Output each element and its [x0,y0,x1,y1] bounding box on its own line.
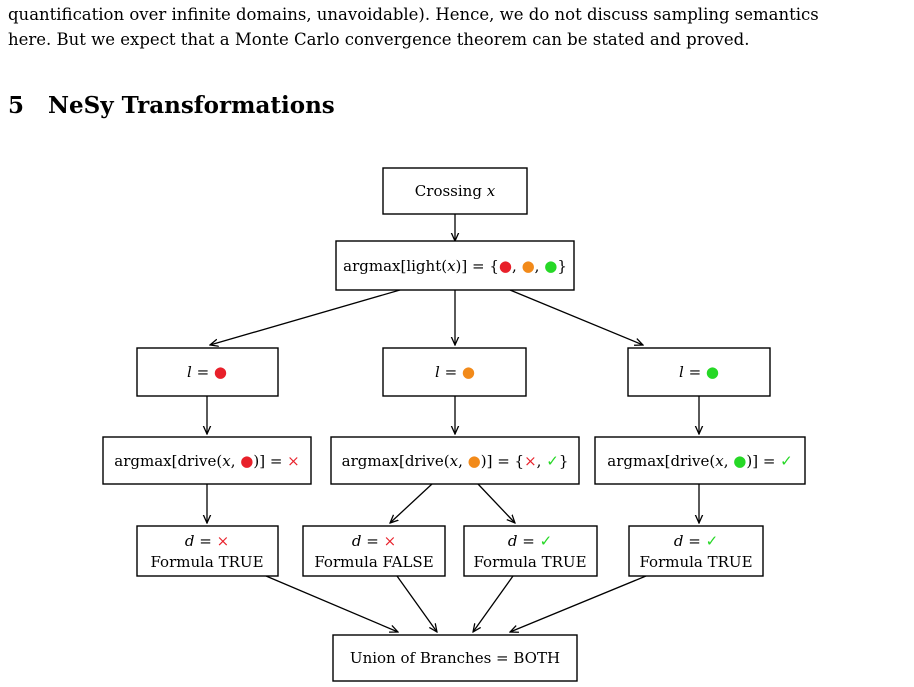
open-brace: { [515,452,525,470]
light-suffix: )] = { [456,257,499,275]
check-icon: ✓ [706,532,719,550]
light-close: } [557,257,567,275]
svg-text:Crossing x: Crossing x [415,182,496,200]
light-prefix: argmax[light( [343,257,447,275]
orange-dot-icon: ● [522,257,535,275]
drive-var: x [450,452,459,470]
section-title: NeSy Transformations [48,92,335,119]
d-eq: = [199,532,212,550]
orange-dot-icon: ● [468,452,481,470]
node-drive-red: argmax[drive(x, ●)] = × [102,436,312,485]
l-var: l [187,363,192,381]
red-dot-icon: ● [240,452,253,470]
drive-close: )] = [253,452,282,470]
cross-icon: × [217,532,230,550]
svg-text:argmax[drive(x, ●)] = {×, ✓}: argmax[drive(x, ●)] = {×, ✓} [342,452,569,470]
drive-close: )] = [481,452,510,470]
leaf-b-label: Formula FALSE [314,553,433,571]
node-union: Union of Branches = BOTH [332,634,578,682]
drive-prefix: argmax[drive( [607,452,715,470]
edge-leaf-d-union [510,575,647,632]
drive-prefix: argmax[drive( [342,452,450,470]
drive-comma: , [724,452,729,470]
crossing-var: x [487,182,496,200]
d-eq: = [522,532,535,550]
node-leaf-b: d = × Formula FALSE [302,525,446,577]
drive-comma: , [231,452,236,470]
check-icon: ✓ [780,452,793,470]
edge-light-red [210,289,401,345]
edge-leaf-c-union [473,575,514,632]
edge-leaf-b-union [396,575,437,632]
node-l-orange: l = ● [382,347,527,397]
orange-dot-icon: ● [462,363,475,381]
d-var: d [185,532,195,550]
node-l-green: l = ● [627,347,771,397]
drive-var: x [222,452,231,470]
crossing-label: Crossing [415,182,483,200]
cross-icon: × [524,452,537,470]
svg-text:l = ●: l = ● [679,363,719,381]
green-dot-icon: ● [544,257,557,275]
light-sep-2: , [535,257,540,275]
node-leaf-d: d = ✓ Formula TRUE [628,525,764,577]
l-var: l [435,363,440,381]
node-light-argmax: argmax[light(x)] = {●, ●, ●} [335,240,575,291]
cross-icon: × [287,452,300,470]
node-drive-green: argmax[drive(x, ●)] = ✓ [594,436,806,485]
l-eq: = [445,363,458,381]
svg-text:d = ✓: d = ✓ [674,532,718,550]
set-comma: , [537,452,542,470]
d-eq: = [366,532,379,550]
d-eq: = [688,532,701,550]
svg-text:argmax[light(x)] = {●, ●, ●}: argmax[light(x)] = {●, ●, ●} [343,257,567,275]
d-var: d [508,532,518,550]
edges [207,214,699,632]
section-heading: 5 NeSy Transformations [8,92,335,119]
node-leaf-a: d = × Formula TRUE [136,525,279,577]
light-sep-1: , [512,257,517,275]
check-icon: ✓ [546,452,559,470]
edge-drive-orange-leaf-b [390,483,433,523]
node-leaf-c: d = ✓ Formula TRUE [463,525,598,577]
edge-drive-orange-leaf-c [477,483,515,523]
leaf-d-label: Formula TRUE [639,553,752,571]
d-var: d [674,532,684,550]
svg-text:d = ✓: d = ✓ [508,532,552,550]
svg-text:l = ●: l = ● [435,363,475,381]
leaf-c-label: Formula TRUE [473,553,586,571]
d-var: d [352,532,362,550]
red-dot-icon: ● [214,363,227,381]
leaf-a-label: Formula TRUE [150,553,263,571]
close-brace: } [559,452,569,470]
node-drive-orange: argmax[drive(x, ●)] = {×, ✓} [330,436,580,485]
svg-text:argmax[drive(x, ●)] = ×: argmax[drive(x, ●)] = × [114,452,300,470]
svg-text:d = ×: d = × [185,532,229,550]
cross-icon: × [384,532,397,550]
l-var: l [679,363,684,381]
red-dot-icon: ● [499,257,512,275]
union-label: Union of Branches = BOTH [350,649,560,667]
light-var: x [447,257,456,275]
l-eq: = [689,363,702,381]
drive-close: )] = [746,452,775,470]
node-l-red: l = ● [136,347,279,397]
green-dot-icon: ● [706,363,719,381]
edge-leaf-a-union [265,575,398,632]
drive-prefix: argmax[drive( [114,452,222,470]
edge-light-green [509,289,643,345]
check-icon: ✓ [540,532,553,550]
paragraph-line-2: here. But we expect that a Monte Carlo c… [8,30,750,49]
svg-text:l = ●: l = ● [187,363,227,381]
drive-var: x [715,452,724,470]
drive-comma: , [458,452,463,470]
section-number: 5 [8,92,25,119]
l-eq: = [197,363,210,381]
paragraph-line-1: quantification over infinite domains, un… [8,5,819,24]
green-dot-icon: ● [733,452,746,470]
svg-text:d = ×: d = × [352,532,396,550]
node-crossing: Crossing x [382,167,528,215]
svg-text:argmax[drive(x, ●)] = ✓: argmax[drive(x, ●)] = ✓ [607,452,793,470]
